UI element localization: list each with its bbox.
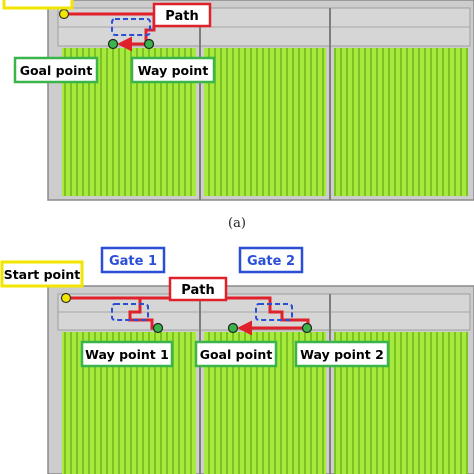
waypoint-1-marker [152,322,164,334]
panel-b: Gate 1 Gate 2 Start point Path Way point… [0,246,474,474]
start-point-label: Start point [4,267,81,282]
caption-a: (a) [228,216,246,231]
gate-2-label: Gate 2 [247,254,295,269]
goal-marker-b [227,322,239,334]
path-label-a: Path [165,9,198,24]
way-point-1-box [80,340,174,368]
waypoint-2-marker [301,322,313,334]
goal-point-label-b: Goal point [200,347,273,362]
way-point-box-a [130,56,216,84]
goal-marker-a [107,38,119,50]
start-box-a [2,0,74,10]
path-label-box-a [152,2,212,28]
gate-1-box [111,303,149,321]
way-point-1-label: Way point 1 [85,347,169,362]
start-marker-b [60,292,72,304]
way-point-2-label: Way point 2 [300,347,384,362]
gate-1-label: Gate 1 [109,254,157,269]
way-point-2-box [294,340,390,368]
path-label-b: Path [181,283,214,298]
gate-2-box [255,303,293,321]
goal-point-label-a: Goal point [20,63,93,78]
gate-1-label-box [100,246,166,274]
goal-point-box-a [13,56,99,84]
gate-2-label-box [238,246,304,274]
start-point-box [0,260,84,288]
start-marker-a [58,8,70,20]
goal-point-box-b [194,340,278,368]
waypoint-marker-a [143,38,155,50]
crop-field-a [62,48,468,196]
path-line-b [66,296,158,330]
gate-box-a [111,18,151,36]
panel-a: Path Goal point Way point [2,0,474,201]
path-label-box-b [168,276,228,302]
way-point-label-a: Way point [138,63,209,78]
